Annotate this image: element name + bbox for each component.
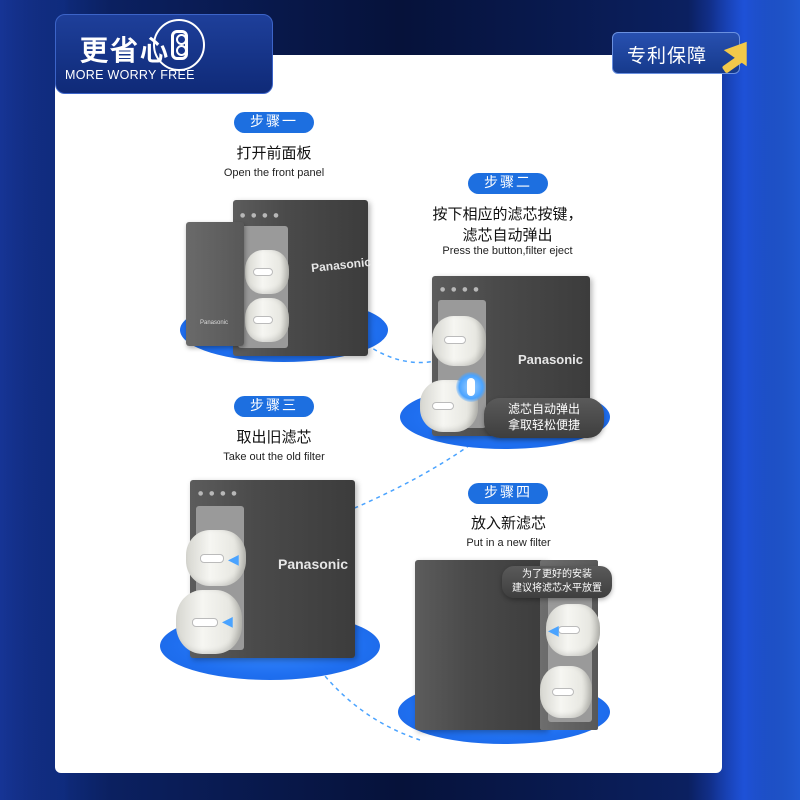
eject-bubble-line-2: 拿取轻松便捷 — [507, 418, 580, 432]
eject-bubble-line-1: 滤芯自动弹出 — [507, 402, 580, 416]
step-1-subtitle: Open the front panel — [223, 167, 325, 179]
step-2-title-line-1: 按下相应的滤芯按键， — [432, 205, 583, 223]
filter-handle — [432, 402, 454, 410]
badge-subtitle: MORE WORRY FREE — [65, 68, 195, 82]
step-3-brand: Panasonic — [278, 556, 349, 572]
patent-badge: 专利保障 — [612, 32, 740, 74]
front-panel-brand: Panasonic — [200, 320, 229, 326]
install-bubble-line-1: 为了更好的安装 — [522, 569, 592, 580]
step-1-title: 打开前面板 — [236, 144, 312, 162]
filter-handle — [192, 618, 218, 627]
install-bubble-line-2: 建议将滤芯水平放置 — [512, 583, 602, 594]
filter-handle — [253, 316, 273, 324]
step-1-buttons: ● ● ● ● — [240, 212, 281, 219]
insert-arrow-icon: ◀ — [548, 623, 559, 639]
filter-handle — [200, 554, 224, 563]
step-4-pill: 步骤四 — [468, 483, 548, 504]
step-1-pill: 步骤一 — [234, 112, 314, 133]
press-hand-icon — [456, 372, 486, 402]
pull-arrow-icon: ◀ — [228, 552, 239, 568]
pull-arrow-icon: ◀ — [222, 614, 233, 630]
install-bubble: 为了更好的安装 建议将滤芯水平放置 — [502, 566, 612, 598]
step-1-front-panel: Panasonic — [186, 222, 244, 346]
step-2-filter-top — [432, 316, 486, 366]
step-2-subtitle: Press the button,filter eject — [442, 245, 573, 257]
step-1-brand: Panasonic — [310, 254, 372, 276]
eject-bubble: 滤芯自动弹出 拿取轻松便捷 — [484, 398, 604, 438]
step-4-subtitle: Put in a new filter — [466, 537, 551, 549]
step-2-title-line-2: 滤芯自动弹出 — [462, 226, 553, 244]
filter-handle — [552, 688, 574, 696]
step-4-filter-installed — [540, 666, 592, 718]
step-4-filter-new — [546, 604, 600, 656]
filter-handle — [253, 268, 273, 276]
step-3-title: 取出旧滤芯 — [236, 428, 312, 446]
connector-2-3 — [349, 444, 471, 511]
step-3-buttons: ● ● ● ● — [198, 490, 239, 497]
step-3-subtitle: Take out the old filter — [223, 451, 325, 463]
step-4-title: 放入新滤芯 — [470, 514, 546, 532]
step-1-filter-top — [245, 250, 289, 294]
hand-finger — [467, 378, 475, 396]
step-3-filter-top — [186, 530, 246, 586]
step-3-filter-bottom — [176, 590, 242, 654]
step-2-brand: Panasonic — [518, 352, 584, 367]
step-2-pill: 步骤二 — [468, 173, 548, 194]
badge-icon-ring — [153, 19, 205, 71]
step-2-buttons: ● ● ● ● — [440, 286, 481, 293]
step-1-filter-bottom — [245, 298, 289, 342]
step-3-pill: 步骤三 — [234, 396, 314, 417]
filter-handle — [558, 626, 580, 634]
filter-cartridge-icon — [171, 30, 188, 60]
background-glow-right — [710, 0, 800, 800]
filter-handle — [444, 336, 466, 344]
patent-label: 专利保障 — [627, 45, 708, 67]
